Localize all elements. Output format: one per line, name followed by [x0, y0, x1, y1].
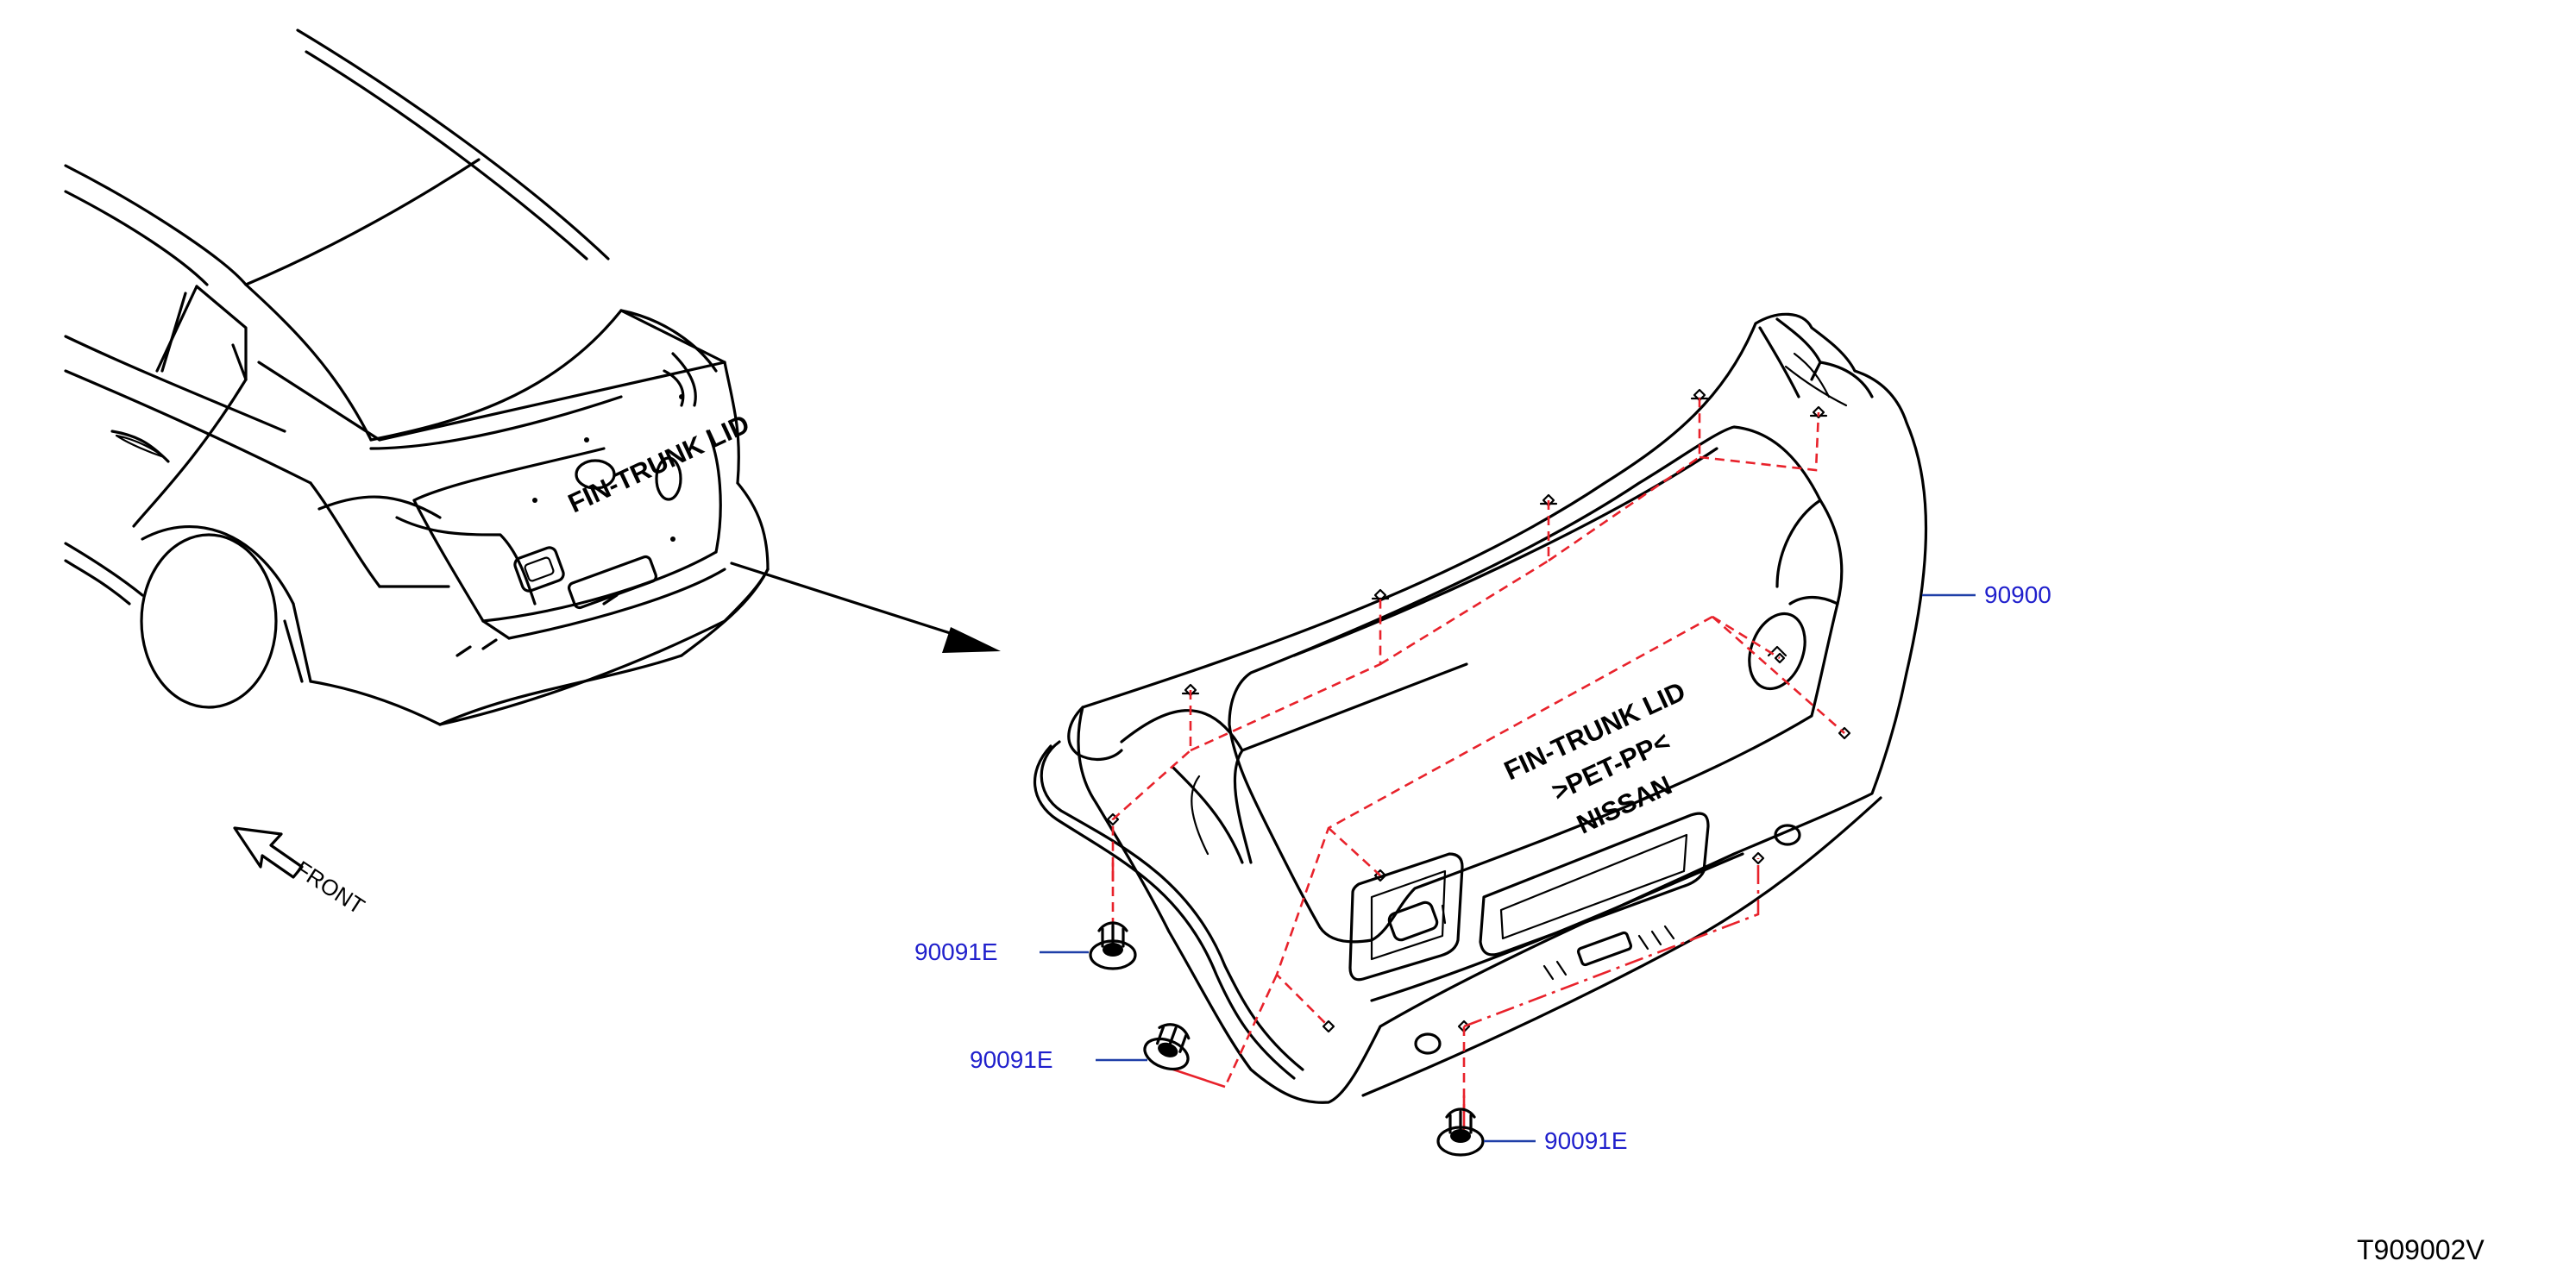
- front-arrow-icon: [233, 826, 304, 879]
- callout-trim-panel: 90900: [1922, 581, 2051, 608]
- detail-arrow: [730, 562, 1001, 653]
- illustration-ref-code: T909002V: [2357, 1234, 2485, 1265]
- fastener-paths: [1111, 395, 1845, 1130]
- front-label: FRONT: [291, 856, 370, 919]
- clip-mid: [1143, 1023, 1191, 1071]
- part-number-clip-mid: 90091E: [970, 1046, 1053, 1073]
- car-rear-view: FIN-TRUNK LID: [64, 28, 770, 726]
- trunk-lid-finisher-panel: FIN-TRUNK LID >PET-PP< NISSAN: [1033, 312, 1928, 1104]
- callout-clip-bottom: 90091E: [1484, 1127, 1628, 1154]
- callout-clip-mid: 90091E: [970, 1046, 1147, 1073]
- callout-clip-left: 90091E: [914, 938, 1089, 965]
- svg-text:FIN-TRUNK LID: FIN-TRUNK LID: [563, 409, 754, 519]
- front-direction-indicator: FRONT: [233, 826, 370, 919]
- clip-bottom: [1436, 1107, 1485, 1157]
- part-number-trim-panel: 90900: [1984, 581, 2051, 608]
- part-number-clip-left: 90091E: [914, 938, 998, 965]
- clip-boss-markers: [1106, 388, 1851, 1033]
- panel-stamp: FIN-TRUNK LID >PET-PP< NISSAN: [1499, 676, 1690, 840]
- part-number-clip-bottom: 90091E: [1544, 1127, 1628, 1154]
- clip-left: [1089, 921, 1137, 970]
